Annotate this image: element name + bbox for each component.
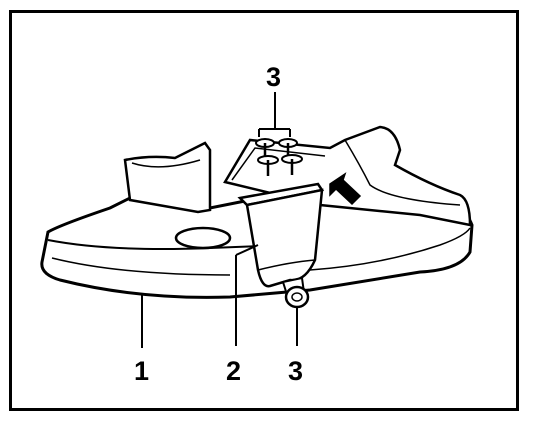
base-hole — [174, 226, 232, 250]
bottom-screw — [281, 276, 310, 309]
left-fin — [123, 141, 212, 214]
right-housing — [223, 125, 472, 227]
callout-2: 2 — [226, 356, 241, 386]
callout-top-3: 3 — [266, 62, 281, 92]
top-screws — [255, 138, 303, 176]
direction-arrow — [329, 172, 362, 206]
callout-1: 1 — [134, 356, 149, 386]
leader-line-2 — [235, 244, 259, 256]
top-label-bracket — [258, 92, 291, 137]
callout-bottom-3: 3 — [288, 356, 303, 386]
clamp-plate — [237, 182, 325, 288]
